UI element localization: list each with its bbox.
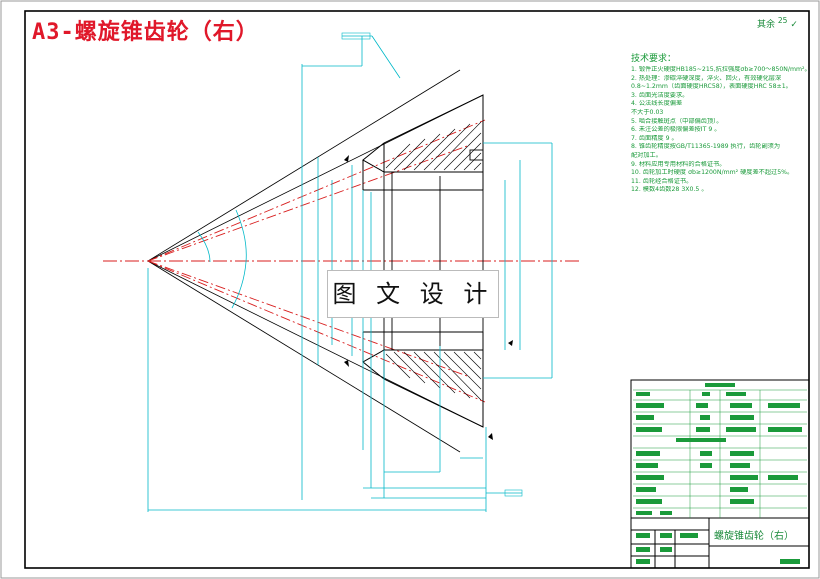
drawing-title: A3-螺旋锥齿轮（右） — [32, 20, 259, 45]
pitch-cone-lines — [147, 119, 486, 403]
title-block-entries — [636, 383, 802, 564]
roughness-value: 25 — [777, 16, 788, 25]
roughness-check-icon: ✓ — [790, 20, 798, 30]
tech-line: 4. 公法线长度偏差 — [631, 100, 683, 108]
gear-section-lower — [362, 331, 484, 428]
tech-line: 9. 材料应用专用材料的合格证书。 — [631, 160, 726, 168]
tech-line: 10. 齿轮加工时硬度 σb≥1200N/mm² 硬度差不超过5%。 — [631, 169, 794, 177]
roughness-label: 其余 — [757, 20, 776, 30]
title-block-grid — [633, 389, 807, 518]
tech-line: 11. 齿轮经合格证书。 — [631, 177, 693, 185]
tech-line: 12. 模数4齿数28 3X0.5 。 — [631, 186, 708, 194]
watermark-label: 图 文 设 计 — [327, 270, 499, 318]
cone-lines — [147, 69, 484, 453]
leader-arrows — [344, 155, 513, 440]
tech-line: 6. 未注公差的极限偏差按IT 9 。 — [631, 126, 721, 134]
technical-requirements: 技术要求： 1. 锻件正火硬度HB185~215,抗拉强度σb≥700～850N… — [631, 54, 809, 195]
drawing-frame — [24, 10, 810, 569]
tech-line: 5. 啮合接触斑点（中部偏齿顶）。 — [631, 117, 723, 125]
tech-line: 7. 齿面精度 9 。 — [631, 134, 678, 142]
tech-heading: 技术要求： — [631, 54, 677, 64]
tech-line: 配对加工。 — [631, 151, 662, 159]
hub-bore — [383, 149, 484, 351]
tech-line: 0.8~1.2mm（齿面硬度HRC58），表面硬度HRC 58±1。 — [631, 83, 792, 91]
section-hatch-lower — [385, 351, 482, 401]
tech-line: 不大于0.03 — [631, 108, 664, 116]
surface-roughness-mark: 其余 25 ✓ — [757, 16, 798, 30]
tech-line: 3. 齿面光洁度要求。 — [631, 91, 689, 99]
gear-section-upper — [362, 94, 484, 191]
section-hatch-upper — [385, 121, 482, 171]
dimension-lines — [147, 35, 553, 512]
tech-line: 2. 热处理：渗碳淬硬深度，淬火、回火，有效硬化层深 — [631, 74, 782, 82]
dimension-text-boxes — [341, 32, 523, 497]
title-block-part-name: 螺旋锥齿轮（右） — [714, 531, 794, 542]
tech-line: 8. 锥齿轮精度按GB/T11365-1989 执行，齿轮副须为 — [631, 143, 781, 151]
tech-line: 1. 锻件正火硬度HB185~215,抗拉强度σb≥700～850N/mm²。 — [631, 66, 809, 73]
